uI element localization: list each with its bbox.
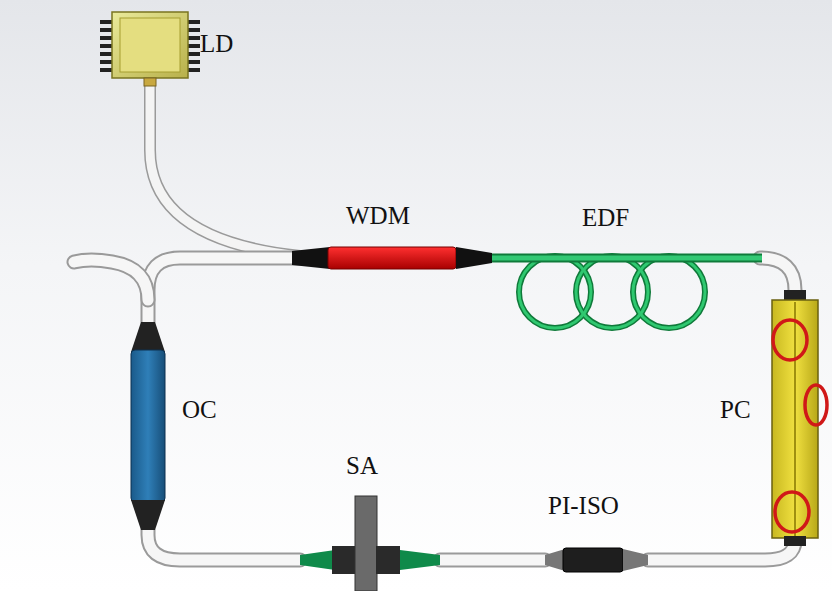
- erbium-doped-fiber: [492, 256, 762, 328]
- part-name: PI-ISO: [546, 492, 621, 520]
- part-name: OC: [180, 396, 219, 424]
- part-name: LD: [198, 30, 235, 58]
- laser-diode: [100, 12, 200, 86]
- part-name: SA: [344, 452, 380, 480]
- ring-fiber: [74, 258, 795, 560]
- isolator: [545, 548, 648, 572]
- part-name: WDM: [344, 202, 412, 230]
- polarization-controller: [772, 290, 827, 546]
- part-name: EDF: [580, 204, 631, 232]
- output-coupler: [131, 322, 165, 530]
- part-name: PC: [718, 396, 753, 424]
- saturable-absorber: [300, 496, 440, 591]
- pigtail-fiber: [150, 84, 300, 256]
- wdm-coupler: [292, 247, 492, 269]
